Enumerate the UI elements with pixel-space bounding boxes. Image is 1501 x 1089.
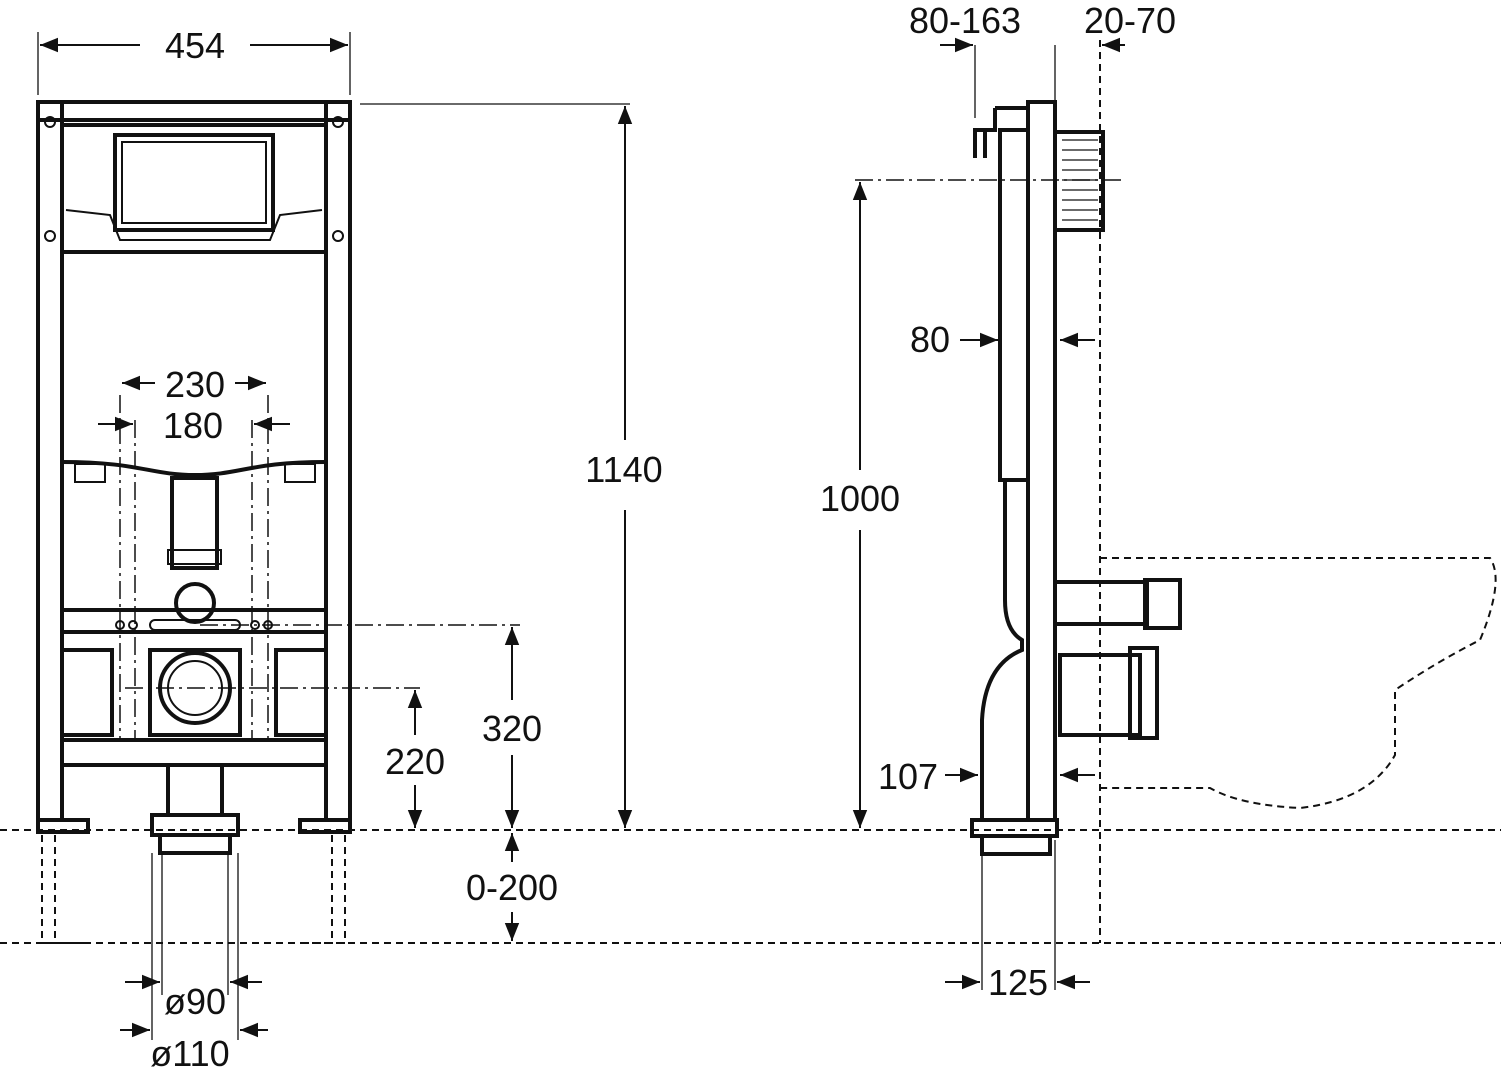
dim-outlet-d110: ø110 <box>150 1033 229 1074</box>
dim-floor-adjust: 0-200 <box>466 867 558 908</box>
dim-frame-depth: 80 <box>910 319 950 360</box>
dim-outlet-d90: ø90 <box>164 981 226 1022</box>
dim-outlet-offset: 107 <box>878 756 938 797</box>
dim-depth-range: 80-163 <box>909 0 1021 41</box>
dim-button-height: 1000 <box>820 478 900 519</box>
dim-height: 1140 <box>585 449 662 490</box>
side-view-frame <box>970 100 1497 856</box>
dim-outlet-height: 220 <box>385 741 445 782</box>
dim-wall-gap: 20-70 <box>1084 0 1176 41</box>
dim-width: 454 <box>165 25 225 66</box>
dim-fixing-outer: 230 <box>165 364 225 405</box>
dim-fixing-inner: 180 <box>163 405 223 446</box>
dim-pipe-depth: 125 <box>988 962 1048 1003</box>
dim-axis-height: 320 <box>482 708 542 749</box>
front-view-frame <box>36 100 352 944</box>
